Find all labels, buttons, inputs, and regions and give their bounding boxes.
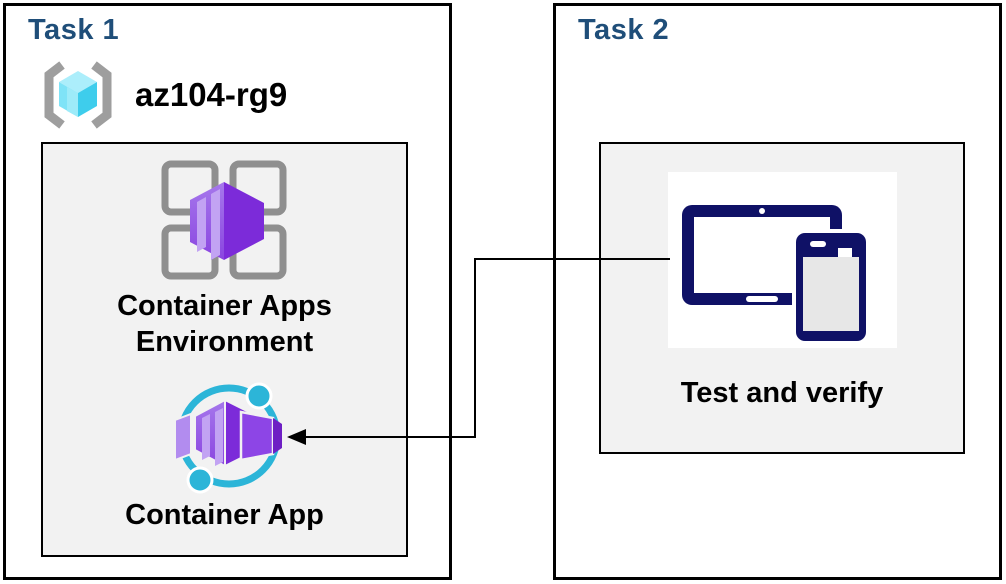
task2-panel: Test and verify <box>599 142 965 454</box>
test-and-verify-label: Test and verify <box>680 377 884 409</box>
container-app-icon <box>174 382 282 494</box>
environment-label: Container Apps Environment <box>43 288 406 360</box>
task2-title: Task 2 <box>578 14 670 46</box>
resource-group-name: az104-rg9 <box>135 76 288 113</box>
resource-group-icon <box>44 61 112 129</box>
environment-label-line1: Container Apps <box>117 290 332 322</box>
environment-label-line2: Environment <box>135 326 314 358</box>
task1-title: Task 1 <box>28 14 120 46</box>
resource-group-row: az104-rg9 <box>39 61 287 129</box>
container-app-label: Container App <box>125 499 324 531</box>
test-icon-tile <box>668 172 897 348</box>
task1-panel: Container Apps Environment Container App <box>41 142 408 557</box>
task1-box: Task 1 az104-rg9 <box>3 3 452 580</box>
task2-box: Task 2 Test and verify <box>553 3 1002 580</box>
devices-icon <box>682 205 870 345</box>
container-apps-environment-icon <box>161 160 287 280</box>
